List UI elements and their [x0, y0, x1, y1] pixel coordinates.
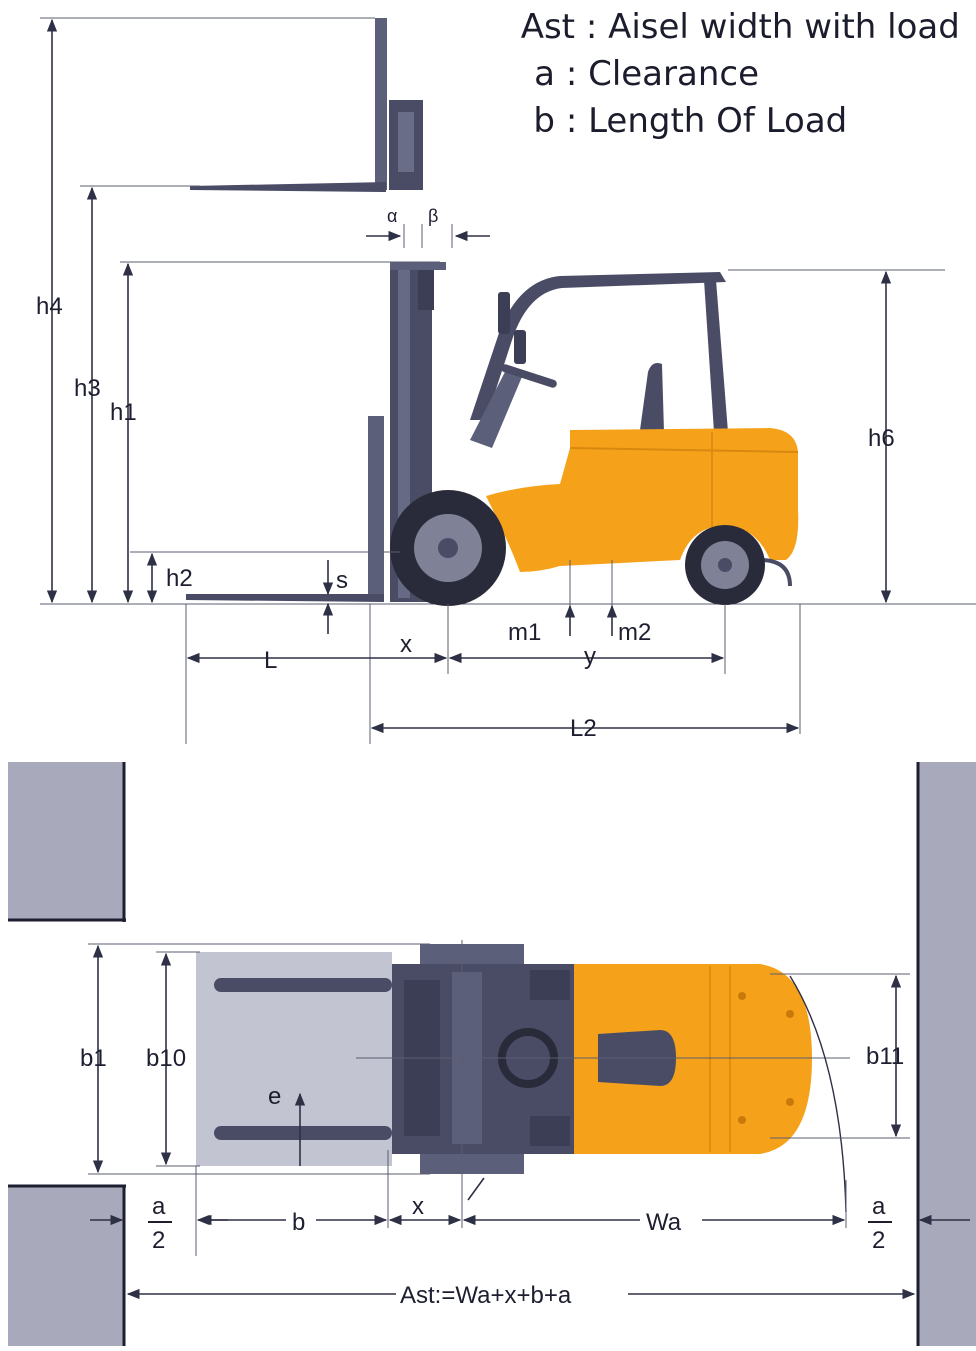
label-a-num-right: a: [872, 1193, 886, 1220]
fork-right: [214, 1126, 392, 1140]
rack-top-left: [8, 762, 124, 920]
steering-and-seat: [470, 363, 690, 448]
legend-key: Ast: [520, 7, 575, 47]
rack-bottom-left: [8, 1186, 124, 1346]
legend-row-b: b : Length Of Load: [505, 98, 960, 145]
label-b11: b11: [866, 1043, 904, 1070]
top-horizontal-dimensions: [90, 1177, 970, 1300]
top-frame: [392, 944, 578, 1174]
label-a-num-left: a: [152, 1193, 166, 1220]
label-s: s: [336, 567, 348, 594]
label-h2: h2: [166, 565, 193, 592]
fork-left: [214, 978, 392, 992]
rear-wheel: [685, 525, 765, 605]
label-y: y: [584, 643, 596, 670]
legend-colon: :: [565, 101, 589, 141]
label-b10: b10: [146, 1045, 186, 1072]
top-view: b1 b10 b11 e a 2 b x Wa a 2 Ast:=Wa+x+b+…: [8, 762, 976, 1346]
tilt-angle-marks: [366, 224, 490, 248]
label-a-den-left: 2: [152, 1227, 165, 1254]
label-ast-formula: Ast:=Wa+x+b+a: [400, 1282, 572, 1309]
label-L: L: [264, 647, 277, 674]
label-b: b: [292, 1209, 305, 1236]
label-a-den-right: 2: [872, 1227, 885, 1254]
side-view: h4 h3 h1 h2 s h6 α β L x m1 m2 y L2: [36, 17, 976, 744]
legend-key: b: [533, 101, 555, 141]
legend-key: a: [534, 54, 555, 94]
label-x-top: x: [412, 1193, 424, 1220]
legend-text: Clearance: [588, 54, 759, 94]
turning-arc: [789, 975, 847, 1213]
legend-text: Aisel width with load: [608, 7, 960, 47]
front-wheel: [390, 490, 506, 606]
label-h6: h6: [868, 425, 895, 452]
legend-text: Length Of Load: [588, 101, 848, 141]
label-m2: m2: [618, 619, 651, 646]
vertical-dimensions: [46, 18, 892, 636]
legend-row-a: a : Clearance: [505, 51, 960, 98]
legend-row-ast: Ast : Aisel width with load: [505, 4, 960, 51]
horizontal-dimensions: [186, 652, 800, 734]
label-h3: h3: [74, 375, 101, 402]
raised-fork-carriage: [190, 18, 423, 192]
label-m1: m1: [508, 619, 541, 646]
label-beta: β: [428, 206, 438, 226]
overhead-guard: [470, 272, 728, 432]
label-h4: h4: [36, 293, 63, 320]
label-L2: L2: [570, 715, 597, 742]
label-Wa: Wa: [646, 1209, 682, 1236]
legend-colon: :: [585, 7, 609, 47]
rack-right: [918, 762, 976, 1346]
side-extension-lines: [40, 17, 945, 744]
lowered-forks: [186, 416, 384, 602]
legend: Ast : Aisel width with load a : Clearanc…: [505, 4, 960, 145]
label-h1: h1: [110, 399, 137, 426]
top-extension-lines: [88, 940, 910, 1256]
legend-colon: :: [565, 54, 589, 94]
label-alpha: α: [387, 206, 397, 226]
label-e: e: [268, 1083, 281, 1110]
top-vertical-dimensions: [92, 944, 902, 1174]
label-x-side: x: [400, 631, 412, 658]
top-body: [574, 964, 812, 1154]
label-b1: b1: [80, 1045, 107, 1072]
